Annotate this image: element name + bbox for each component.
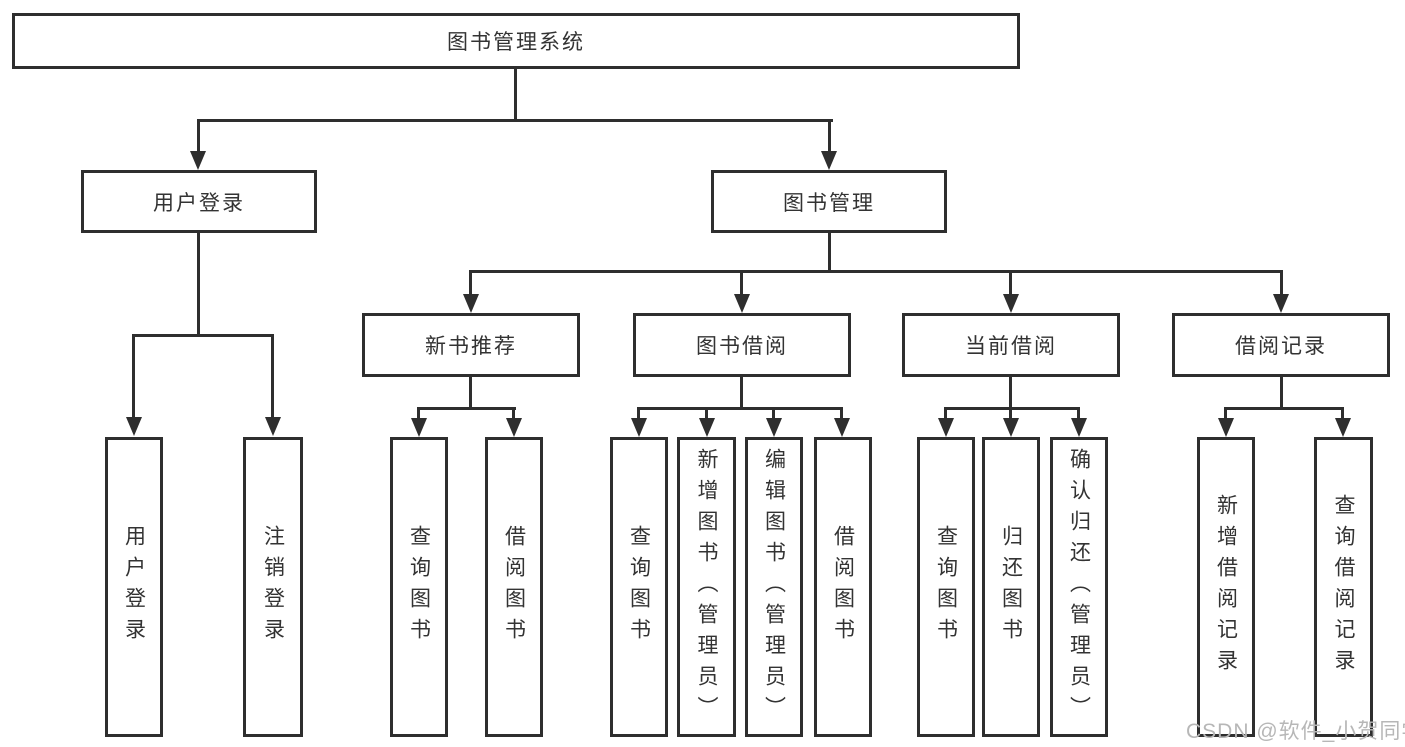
arrow-down-icon bbox=[1003, 418, 1019, 437]
line-v bbox=[740, 270, 743, 296]
node-book-borrow: 图书借阅 bbox=[633, 313, 851, 377]
leaf-borrow-books-rec-label: 借阅图书 bbox=[502, 525, 526, 649]
leaf-borrow-books-rec: 借阅图书 bbox=[485, 437, 543, 737]
line-h bbox=[944, 407, 1080, 410]
leaf-return-books-label: 归还图书 bbox=[999, 525, 1023, 649]
leaf-edit-books-admin-label: 编辑图书（管理员） bbox=[762, 447, 786, 727]
line-v bbox=[637, 407, 640, 420]
line-v bbox=[1280, 375, 1283, 409]
arrow-down-icon bbox=[190, 151, 206, 170]
line-v bbox=[1341, 407, 1344, 420]
node-user-login: 用户登录 bbox=[81, 170, 317, 233]
arrow-down-icon bbox=[126, 417, 142, 436]
node-root: 图书管理系统 bbox=[12, 13, 1020, 69]
line-h bbox=[469, 270, 1283, 273]
leaf-confirm-return-admin-label: 确认归还（管理员） bbox=[1067, 447, 1091, 727]
node-user-login-label: 用户登录 bbox=[153, 191, 245, 215]
leaf-logout-label: 注销登录 bbox=[261, 525, 285, 649]
line-v bbox=[417, 407, 420, 420]
leaf-query-books-rec-label: 查询图书 bbox=[407, 525, 431, 649]
line-h bbox=[417, 407, 516, 410]
leaf-return-books: 归还图书 bbox=[982, 437, 1040, 737]
node-current-borrow-label: 当前借阅 bbox=[965, 335, 1057, 358]
leaf-confirm-return-admin: 确认归还（管理员） bbox=[1050, 437, 1108, 737]
leaf-query-borrow-record-label: 查询借阅记录 bbox=[1332, 494, 1355, 680]
leaf-query-books-borrow-label: 查询图书 bbox=[627, 525, 651, 649]
leaf-query-books-current: 查询图书 bbox=[917, 437, 975, 737]
leaf-user-login-label: 用户登录 bbox=[122, 525, 146, 649]
arrow-down-icon bbox=[834, 418, 850, 437]
arrow-down-icon bbox=[506, 418, 522, 437]
leaf-user-login: 用户登录 bbox=[105, 437, 163, 737]
arrow-down-icon bbox=[938, 418, 954, 437]
line-v bbox=[772, 407, 775, 420]
arrow-down-icon bbox=[734, 294, 750, 313]
leaf-add-borrow-record: 新增借阅记录 bbox=[1197, 437, 1255, 737]
arrow-down-icon bbox=[1335, 418, 1351, 437]
line-v bbox=[271, 334, 274, 419]
arrow-down-icon bbox=[766, 418, 782, 437]
line-v bbox=[828, 119, 831, 153]
line-v bbox=[944, 407, 947, 420]
line-v bbox=[705, 407, 708, 420]
node-borrow-records: 借阅记录 bbox=[1172, 313, 1390, 377]
line-v bbox=[1009, 270, 1012, 296]
arrow-down-icon bbox=[631, 418, 647, 437]
arrow-down-icon bbox=[1273, 294, 1289, 313]
node-book-mgmt: 图书管理 bbox=[711, 170, 947, 233]
node-new-book-rec: 新书推荐 bbox=[362, 313, 580, 377]
line-v bbox=[1280, 270, 1283, 296]
leaf-logout: 注销登录 bbox=[243, 437, 303, 737]
line-v bbox=[197, 119, 200, 153]
line-v bbox=[512, 407, 515, 420]
line-v bbox=[469, 270, 472, 296]
arrow-down-icon bbox=[699, 418, 715, 437]
leaf-query-borrow-record: 查询借阅记录 bbox=[1314, 437, 1373, 737]
arrow-down-icon bbox=[411, 418, 427, 437]
leaf-add-books-admin: 新增图书（管理员） bbox=[677, 437, 736, 737]
arrow-down-icon bbox=[1071, 418, 1087, 437]
arrow-down-icon bbox=[1003, 294, 1019, 313]
line-v bbox=[840, 407, 843, 420]
csdn-watermark: CSDN @软件_小贺同学 bbox=[1186, 720, 1405, 743]
leaf-borrow-books-borrow: 借阅图书 bbox=[814, 437, 872, 737]
leaf-query-books-current-label: 查询图书 bbox=[934, 525, 958, 649]
line-h bbox=[1224, 407, 1344, 410]
line-v bbox=[1077, 407, 1080, 420]
arrow-down-icon bbox=[821, 151, 837, 170]
line-v bbox=[469, 375, 472, 409]
arrow-down-icon bbox=[1218, 418, 1234, 437]
node-book-borrow-label: 图书借阅 bbox=[696, 335, 788, 358]
line-h bbox=[132, 334, 274, 337]
line-h bbox=[197, 119, 833, 122]
node-borrow-records-label: 借阅记录 bbox=[1235, 335, 1327, 358]
node-book-mgmt-label: 图书管理 bbox=[783, 191, 875, 215]
line-v bbox=[1009, 407, 1012, 420]
line-h bbox=[637, 407, 843, 410]
node-current-borrow: 当前借阅 bbox=[902, 313, 1120, 377]
line-v bbox=[828, 231, 831, 272]
leaf-add-books-admin-label: 新增图书（管理员） bbox=[695, 447, 718, 727]
line-v bbox=[1224, 407, 1227, 420]
leaf-edit-books-admin: 编辑图书（管理员） bbox=[745, 437, 803, 737]
leaf-borrow-books-borrow-label: 借阅图书 bbox=[831, 525, 855, 649]
node-root-label: 图书管理系统 bbox=[447, 31, 585, 54]
line-v bbox=[1009, 375, 1012, 409]
node-new-book-rec-label: 新书推荐 bbox=[425, 335, 517, 358]
arrow-down-icon bbox=[265, 417, 281, 436]
line-v bbox=[132, 334, 135, 419]
line-v bbox=[740, 375, 743, 409]
leaf-add-borrow-record-label: 新增借阅记录 bbox=[1214, 494, 1238, 680]
leaf-query-books-borrow: 查询图书 bbox=[610, 437, 668, 737]
arrow-down-icon bbox=[463, 294, 479, 313]
line-v bbox=[514, 68, 517, 121]
leaf-query-books-rec: 查询图书 bbox=[390, 437, 448, 737]
line-v bbox=[197, 231, 200, 336]
